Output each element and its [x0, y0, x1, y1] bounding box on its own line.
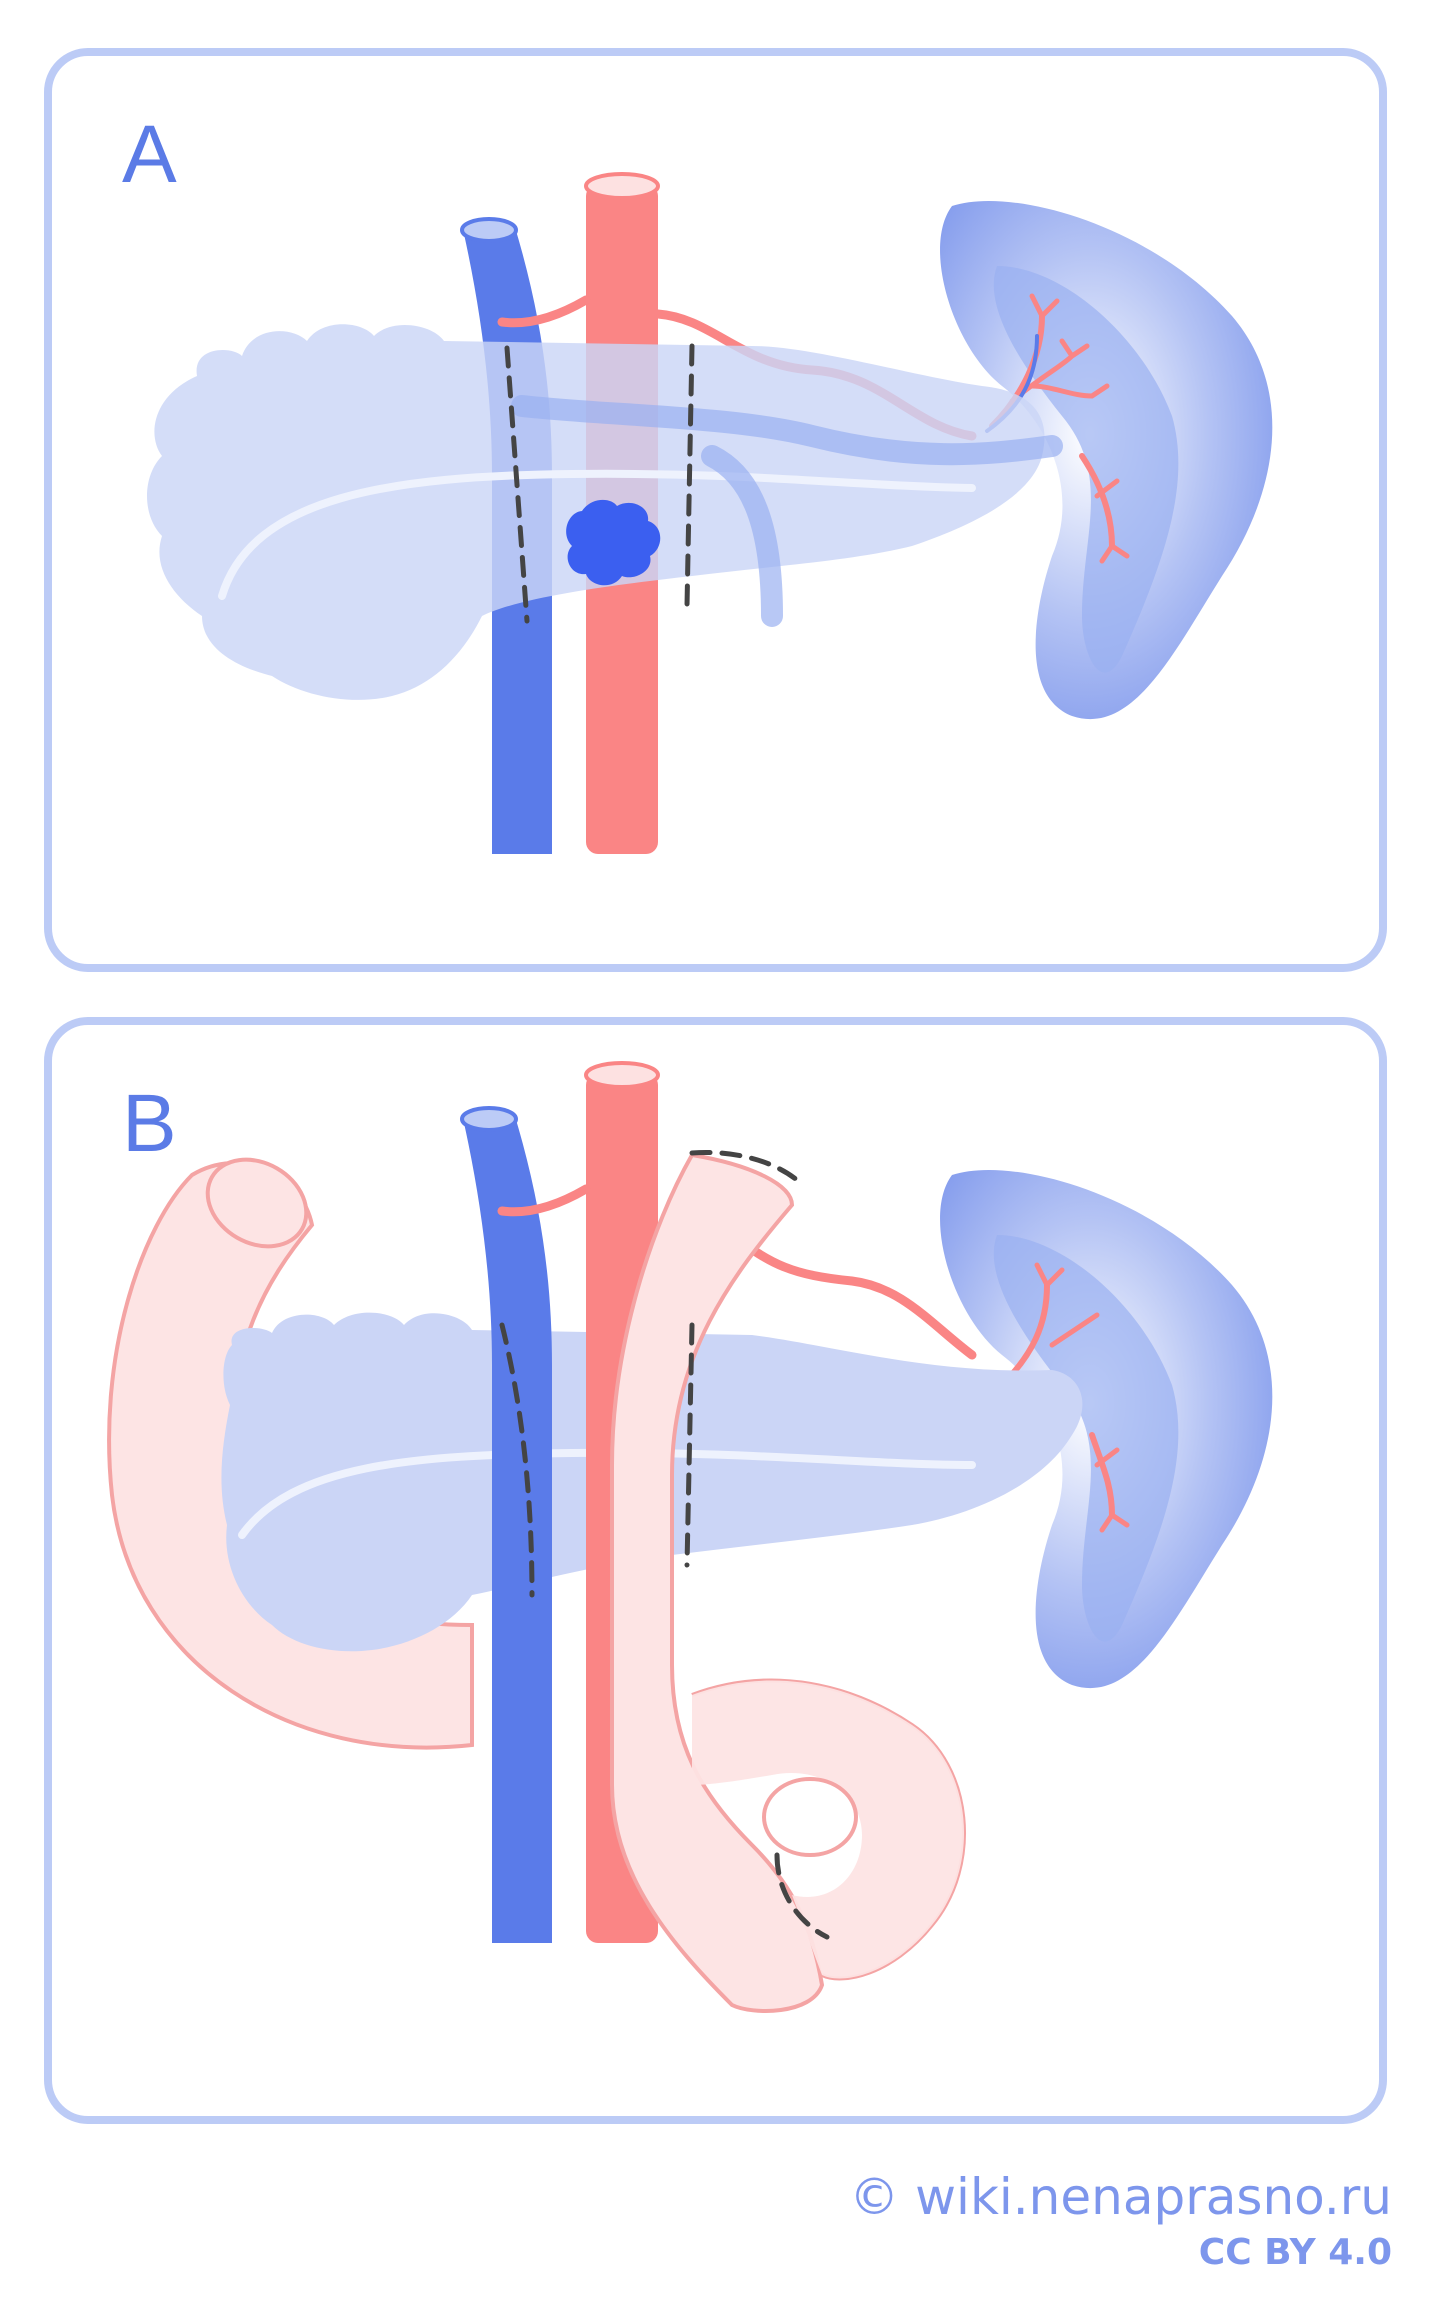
vessel-branches [497, 1184, 977, 1360]
license-label: CC BY 4.0 [1198, 2232, 1392, 2273]
tumor [566, 499, 661, 586]
panel-b-label: B [122, 1078, 177, 1169]
resection-lines [504, 343, 695, 624]
splenic-branches [999, 1262, 1130, 1533]
portal-vein [701, 445, 783, 627]
resection-lines [499, 1150, 830, 1940]
panel-b: B [44, 1017, 1387, 2124]
pancreatic-duct [218, 469, 976, 600]
panel-a-label: A [122, 109, 177, 200]
copyright-credit: © wiki.nenaprasno.ru [849, 2168, 1392, 2226]
pancreatic-duct [238, 1448, 976, 1539]
panel-a: A [44, 48, 1387, 972]
panel-a-illustration [147, 172, 1273, 854]
jejunal-loop [610, 1152, 967, 2013]
spleen [940, 200, 1273, 720]
vena-cava [460, 1106, 552, 1943]
panel-b-illustration [107, 1061, 1273, 2013]
splenic-vein [511, 395, 1063, 466]
